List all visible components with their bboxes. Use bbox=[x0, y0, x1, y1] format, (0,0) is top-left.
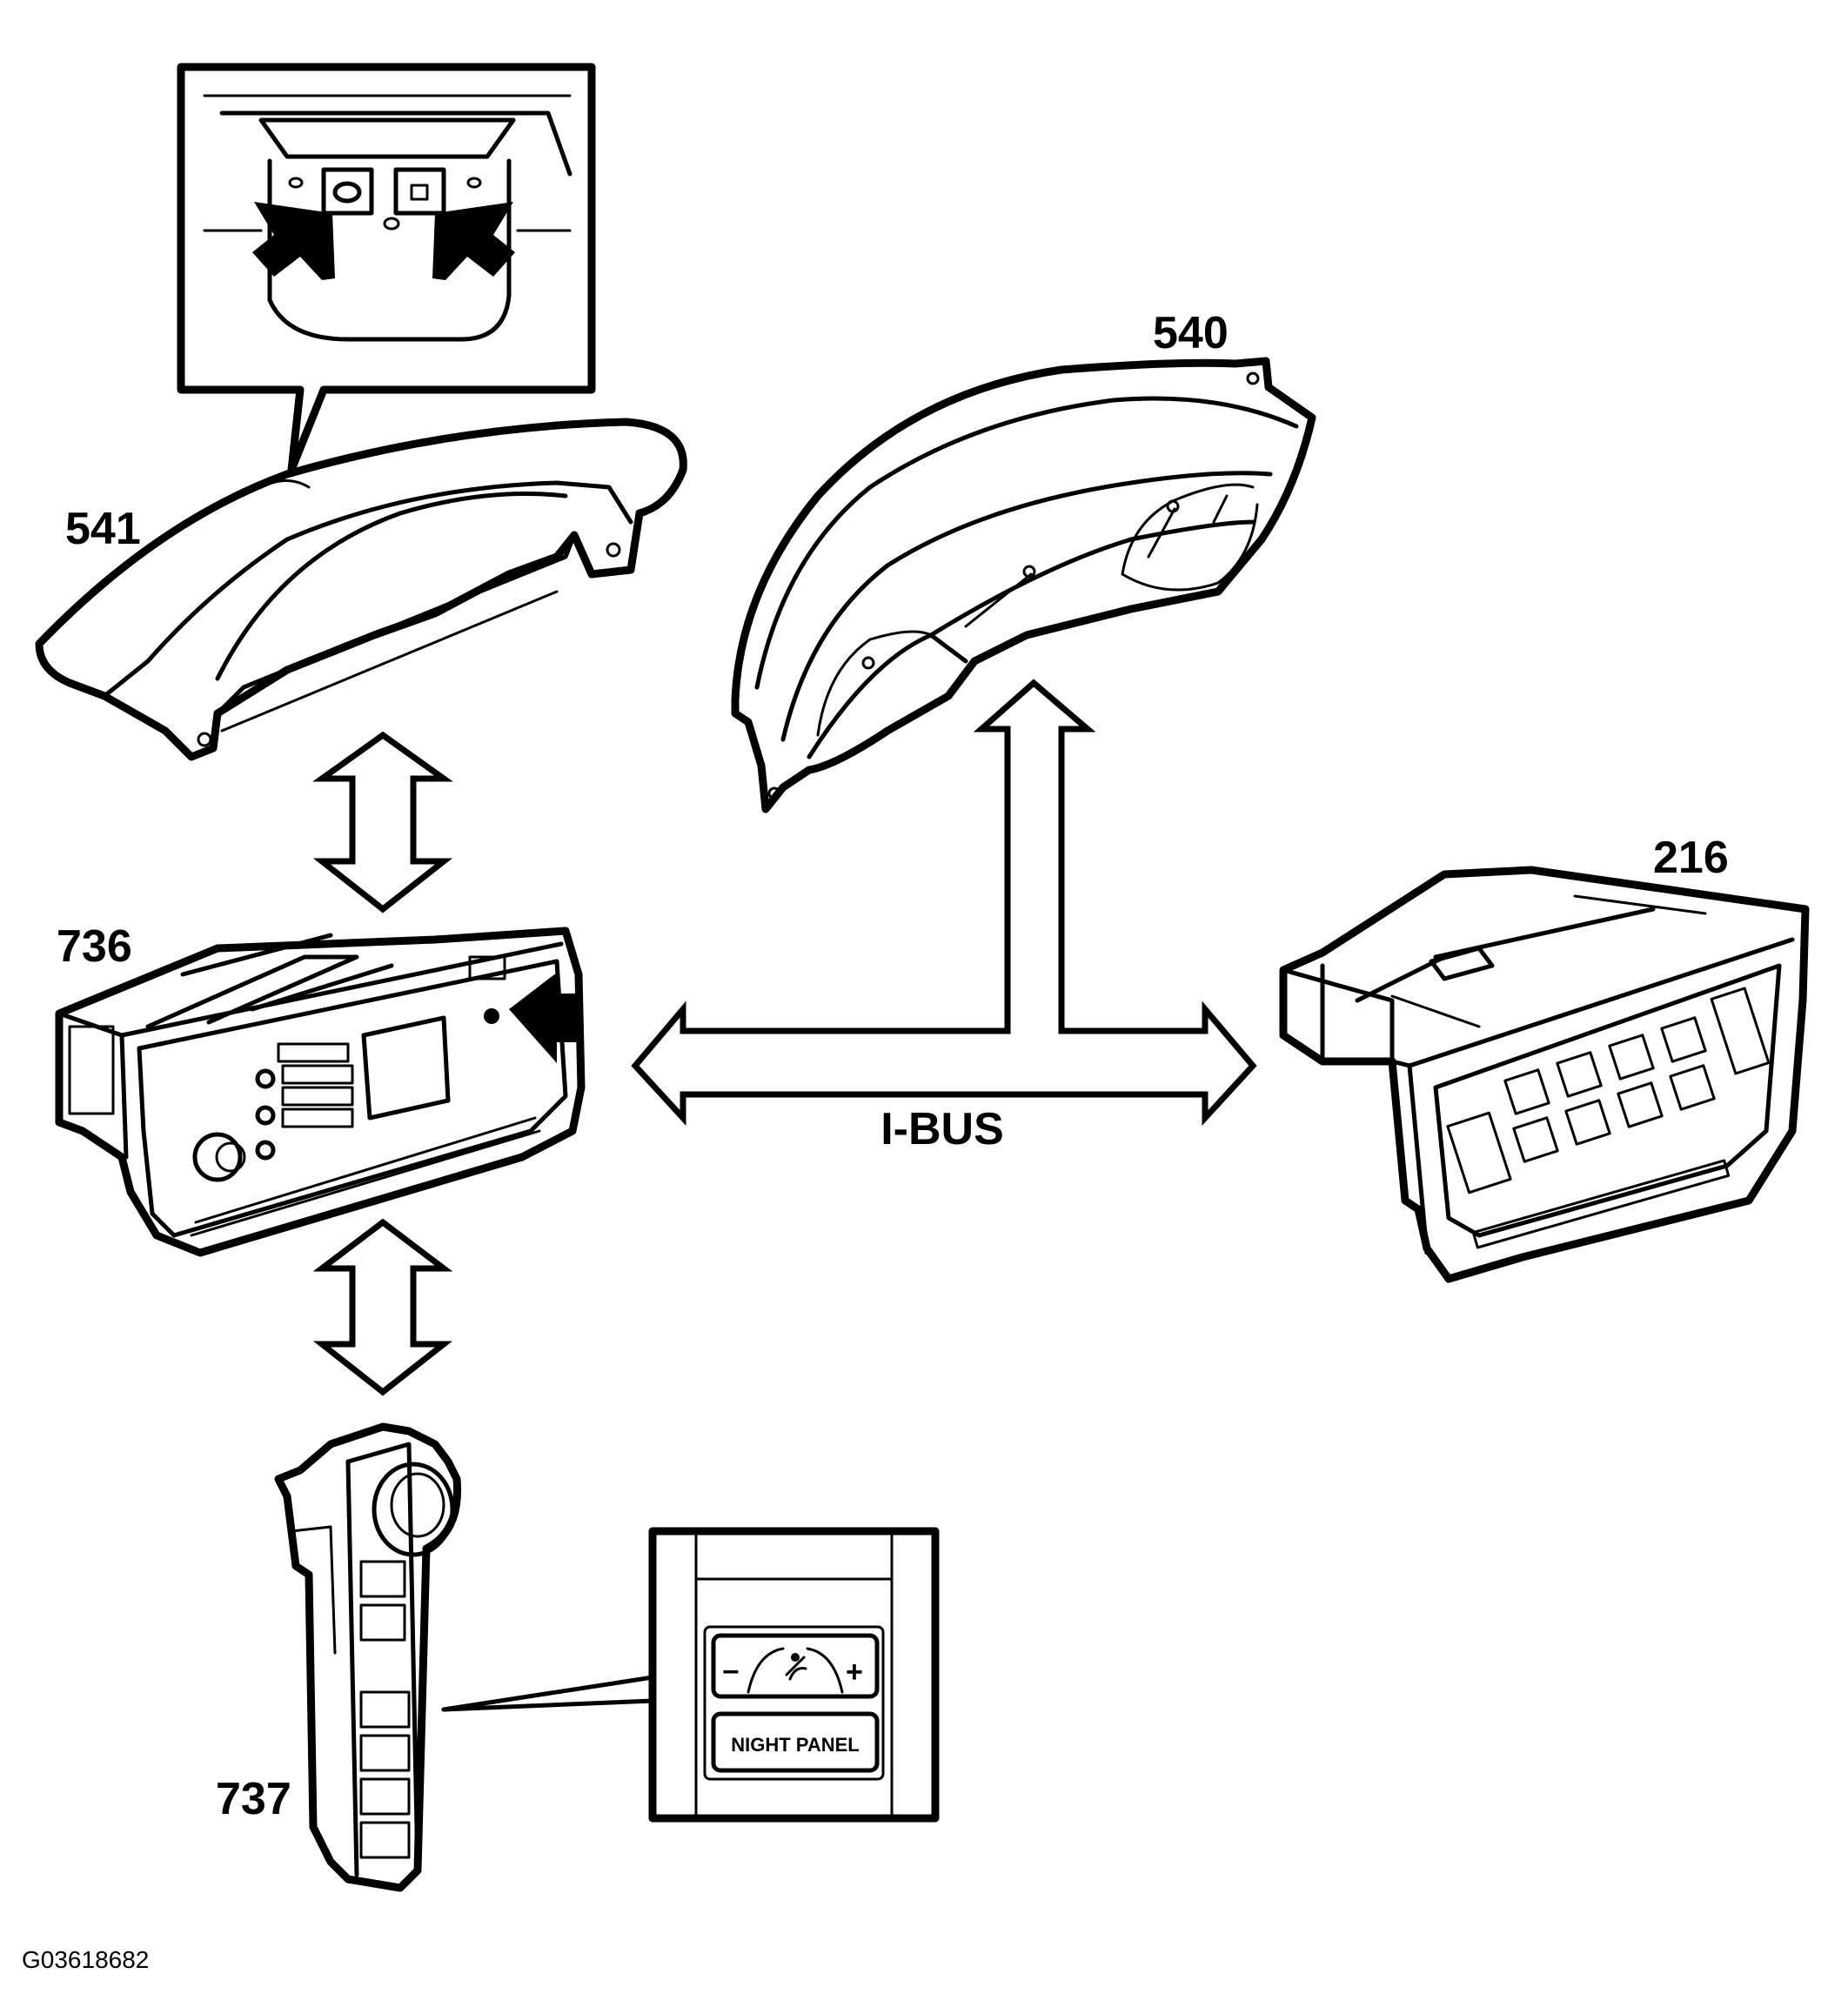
ibus-label: I-BUS bbox=[880, 1104, 1004, 1154]
label-736: 736 bbox=[57, 921, 132, 972]
link-arrow-736-737 bbox=[312, 1218, 453, 1396]
dimmer-minus-label: − bbox=[722, 1656, 740, 1689]
pointer-arrow-right-icon bbox=[432, 202, 515, 280]
night-panel-detail-inset: − + NIGHT PANEL bbox=[648, 1527, 940, 1823]
ibus-arrow: I-BUS bbox=[631, 679, 1257, 1154]
instrument-panel-541: 541 bbox=[35, 418, 687, 761]
dimmer-plus-label: + bbox=[846, 1656, 863, 1689]
mounting-detail-inset bbox=[177, 63, 596, 474]
instrument-cluster-540: 540 bbox=[731, 308, 1316, 813]
label-541: 541 bbox=[65, 504, 141, 554]
detail-leader-lines bbox=[441, 1675, 655, 1712]
climate-control-216: 216 bbox=[1279, 833, 1810, 1283]
control-unit-736: 736 bbox=[55, 921, 586, 1257]
brightness-icon bbox=[785, 1653, 807, 1681]
link-arrow-541-736 bbox=[312, 731, 453, 913]
pointer-arrow-736-icon bbox=[509, 973, 581, 1063]
label-540: 540 bbox=[1153, 308, 1229, 358]
dimmer-rocker-switch[interactable]: − + bbox=[711, 1633, 880, 1699]
night-panel-label: NIGHT PANEL bbox=[731, 1734, 859, 1756]
label-216: 216 bbox=[1653, 833, 1729, 883]
figure-id: G03618682 bbox=[22, 1946, 149, 1973]
switch-panel-737: 737 bbox=[216, 1422, 462, 1892]
night-panel-button[interactable]: NIGHT PANEL bbox=[711, 1711, 880, 1773]
label-737: 737 bbox=[216, 1774, 291, 1824]
pointer-arrow-left-icon bbox=[252, 202, 335, 280]
